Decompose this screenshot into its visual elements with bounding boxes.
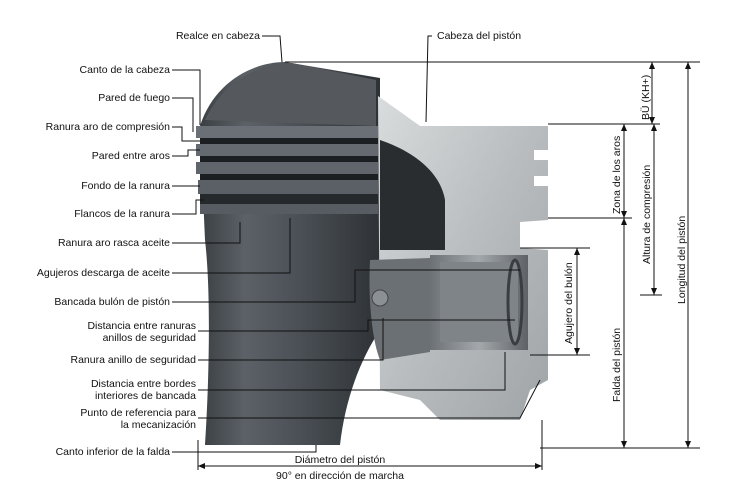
label-agujeros-aceite: Agujeros descarga de aceite (36, 267, 170, 279)
label-falda: Falda del pistón (611, 327, 623, 402)
label-agujero-bulon: Agujero del bulón (563, 262, 575, 344)
label-distancia-bordes-1: Distancia entre bordes (90, 378, 196, 390)
dimension-arrows (198, 62, 691, 469)
ring-groove-4 (200, 194, 378, 204)
label-fondo-ranura: Fondo de la ranura (81, 180, 170, 192)
label-ranura-rasca: Ranura aro rasca aceite (57, 237, 170, 249)
piston-crown (205, 63, 376, 126)
label-longitud: Longitud del pistón (676, 215, 688, 304)
boss-mark (371, 289, 389, 307)
label-pared-fuego: Pared de fuego (98, 92, 170, 104)
label-bancada-bulon: Bancada bulón de pistón (54, 296, 170, 308)
ring-groove-2 (200, 156, 378, 162)
ring-land-2 (196, 144, 378, 156)
label-flancos-ranura: Flancos de la ranura (74, 208, 170, 220)
label-ranura-seguridad: Ranura anillo de seguridad (70, 354, 196, 366)
label-direccion: 90° en dirección de marcha (276, 470, 404, 482)
ring-land-5 (200, 204, 378, 214)
ring-land-3 (196, 162, 378, 174)
dimension-lines (197, 61, 700, 470)
label-distancia-ranuras-2: anillos de seguridad (102, 332, 196, 344)
label-ranura-compresion: Ranura aro de compresión (45, 121, 170, 133)
label-punto-ref-1: Punto de referencia para (80, 407, 196, 419)
label-cabeza-piston: Cabeza del pistón (437, 30, 522, 42)
label-canto-falda: Canto inferior de la falda (55, 446, 170, 458)
label-diametro: Diámetro del pistón (294, 454, 386, 466)
label-bu: BÜ (KH+) (640, 74, 652, 120)
label-realce-cabeza: Realce en cabeza (175, 30, 260, 42)
label-distancia-ranuras-1: Distancia entre ranuras (87, 320, 196, 332)
label-distancia-bordes-2: interiores de bancada (95, 390, 196, 402)
label-altura-compresion: Altura de compresión (641, 164, 653, 264)
ring-land-1 (196, 126, 378, 138)
label-zona-aros: Zona de los aros (611, 135, 623, 214)
pin-bore-ring (506, 258, 524, 346)
ring-land-4 (198, 180, 378, 194)
ring-groove-1 (200, 138, 378, 144)
label-pared-entre-aros: Pared entre aros (91, 150, 170, 162)
label-punto-ref-2: la mecanización (120, 419, 196, 431)
boss (369, 258, 430, 360)
cut-hollow (380, 140, 445, 250)
ring-groove-3 (200, 174, 378, 180)
leader-lines (172, 35, 541, 453)
label-canto-cabeza: Canto de la cabeza (79, 64, 170, 76)
pin-bore-inner (440, 262, 518, 342)
